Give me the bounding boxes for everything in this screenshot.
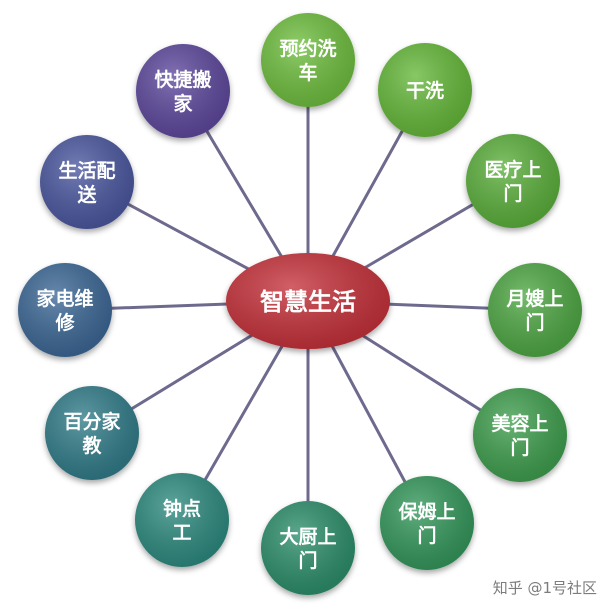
node-shade-maternity bbox=[488, 263, 582, 357]
node-shade-beauty bbox=[473, 388, 567, 482]
node-label-tutoring-line-1: 百分家 bbox=[63, 410, 121, 433]
node-label-appliance-line-1: 家电维 bbox=[36, 287, 93, 310]
node-shade-moving bbox=[136, 44, 230, 138]
node-label-chef-line-2: 门 bbox=[298, 549, 317, 572]
node-label-maternity-line-2: 门 bbox=[525, 311, 544, 334]
node-shade-hourly bbox=[135, 473, 229, 567]
watermark: 知乎 @1号社区 bbox=[492, 579, 597, 597]
node-label-appliance-line-2: 修 bbox=[54, 311, 75, 334]
node-shade-car-wash bbox=[261, 13, 355, 107]
node-shade-medical bbox=[466, 134, 560, 228]
node-label-maternity-line-1: 月嫂上 bbox=[505, 287, 563, 310]
node-label-medical-line-2: 门 bbox=[503, 182, 522, 205]
node-label-moving-line-1: 快捷搬 bbox=[154, 68, 211, 91]
node-label-chef-line-1: 大厨上 bbox=[279, 525, 336, 548]
node-label-nanny-line-1: 保姆上 bbox=[397, 500, 455, 523]
node-shade-appliance bbox=[18, 263, 112, 357]
node-label-beauty-line-2: 门 bbox=[510, 436, 529, 459]
node-shade-delivery bbox=[40, 135, 134, 229]
center-label: 智慧生活 bbox=[260, 288, 356, 316]
center-hub: 智慧生活 bbox=[226, 253, 390, 349]
node-label-car-wash-line-2: 车 bbox=[298, 61, 317, 84]
node-label-medical-line-1: 医疗上 bbox=[484, 158, 541, 181]
node-hourly: 钟点工 bbox=[135, 473, 229, 567]
node-label-delivery-line-2: 送 bbox=[77, 183, 97, 206]
node-label-delivery-line-1: 生活配 bbox=[58, 159, 115, 182]
node-label-hourly-line-1: 钟点 bbox=[163, 497, 201, 520]
node-label-beauty-line-1: 美容上 bbox=[491, 412, 548, 435]
node-shade-tutoring bbox=[45, 386, 139, 480]
node-shade-chef bbox=[261, 501, 355, 595]
center-ellipse-shade bbox=[226, 253, 390, 349]
node-label-nanny-line-2: 门 bbox=[417, 524, 436, 547]
node-label-dry-clean-line-1: 干洗 bbox=[406, 79, 444, 102]
node-label-tutoring-line-2: 教 bbox=[82, 434, 102, 457]
node-label-hourly-line-2: 工 bbox=[172, 522, 191, 544]
node-shade-dry-clean bbox=[378, 43, 472, 137]
node-label-moving-line-2: 家 bbox=[173, 92, 193, 115]
node-dry-clean: 干洗 bbox=[378, 43, 472, 137]
service-nodes: 预约洗车干洗医疗上门月嫂上门美容上门保姆上门大厨上门钟点工百分家教家电维修生活配… bbox=[18, 13, 582, 595]
node-shade-nanny bbox=[380, 476, 474, 570]
node-label-car-wash-line-1: 预约洗 bbox=[279, 37, 336, 60]
